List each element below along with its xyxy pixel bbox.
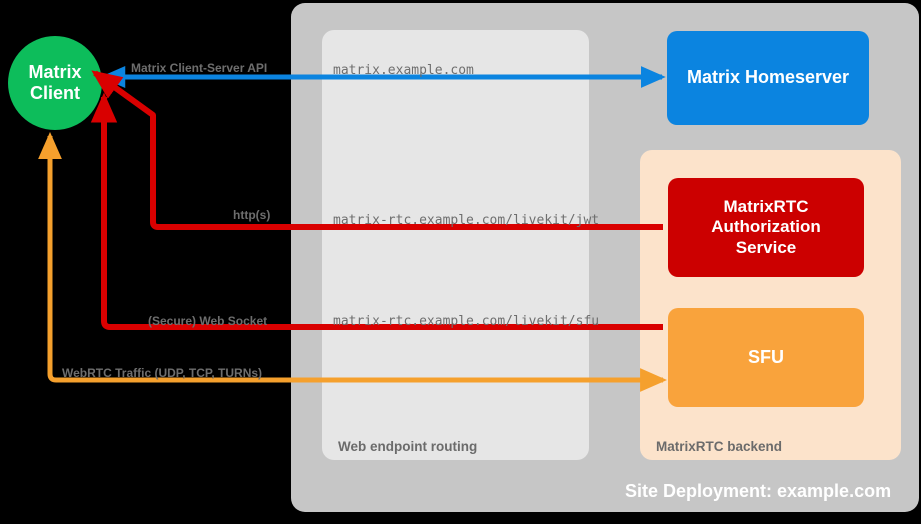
label-matrix-client-server-api: Matrix Client-Server API bbox=[131, 61, 268, 75]
node-matrix-homeserver[interactable] bbox=[667, 31, 869, 125]
endpoint-livekit-jwt: matrix-rtc.example.com/livekit/jwt bbox=[333, 213, 600, 228]
label-webrtc-traffic: WebRTC Traffic (UDP, TCP, TURNs) bbox=[62, 366, 263, 380]
node-sfu[interactable] bbox=[668, 308, 864, 407]
endpoint-matrix-example-com: matrix.example.com bbox=[333, 63, 474, 78]
connection-webrtc-traffic bbox=[38, 131, 668, 392]
label-http-s: http(s) bbox=[233, 208, 271, 222]
endpoint-livekit-sfu: matrix-rtc.example.com/livekit/sfu bbox=[333, 314, 600, 329]
label-secure-web-socket: (Secure) Web Socket bbox=[148, 314, 268, 328]
site-deployment-title: Site Deployment: example.com bbox=[625, 481, 892, 501]
zone-label-matrixrtc-backend: MatrixRTC backend bbox=[656, 439, 783, 454]
node-matrixrtc-authorization-service[interactable] bbox=[668, 178, 864, 277]
zone-web-endpoint-routing bbox=[322, 30, 589, 460]
zone-label-web-endpoint-routing: Web endpoint routing bbox=[338, 439, 478, 454]
node-matrix-client[interactable] bbox=[8, 36, 102, 130]
